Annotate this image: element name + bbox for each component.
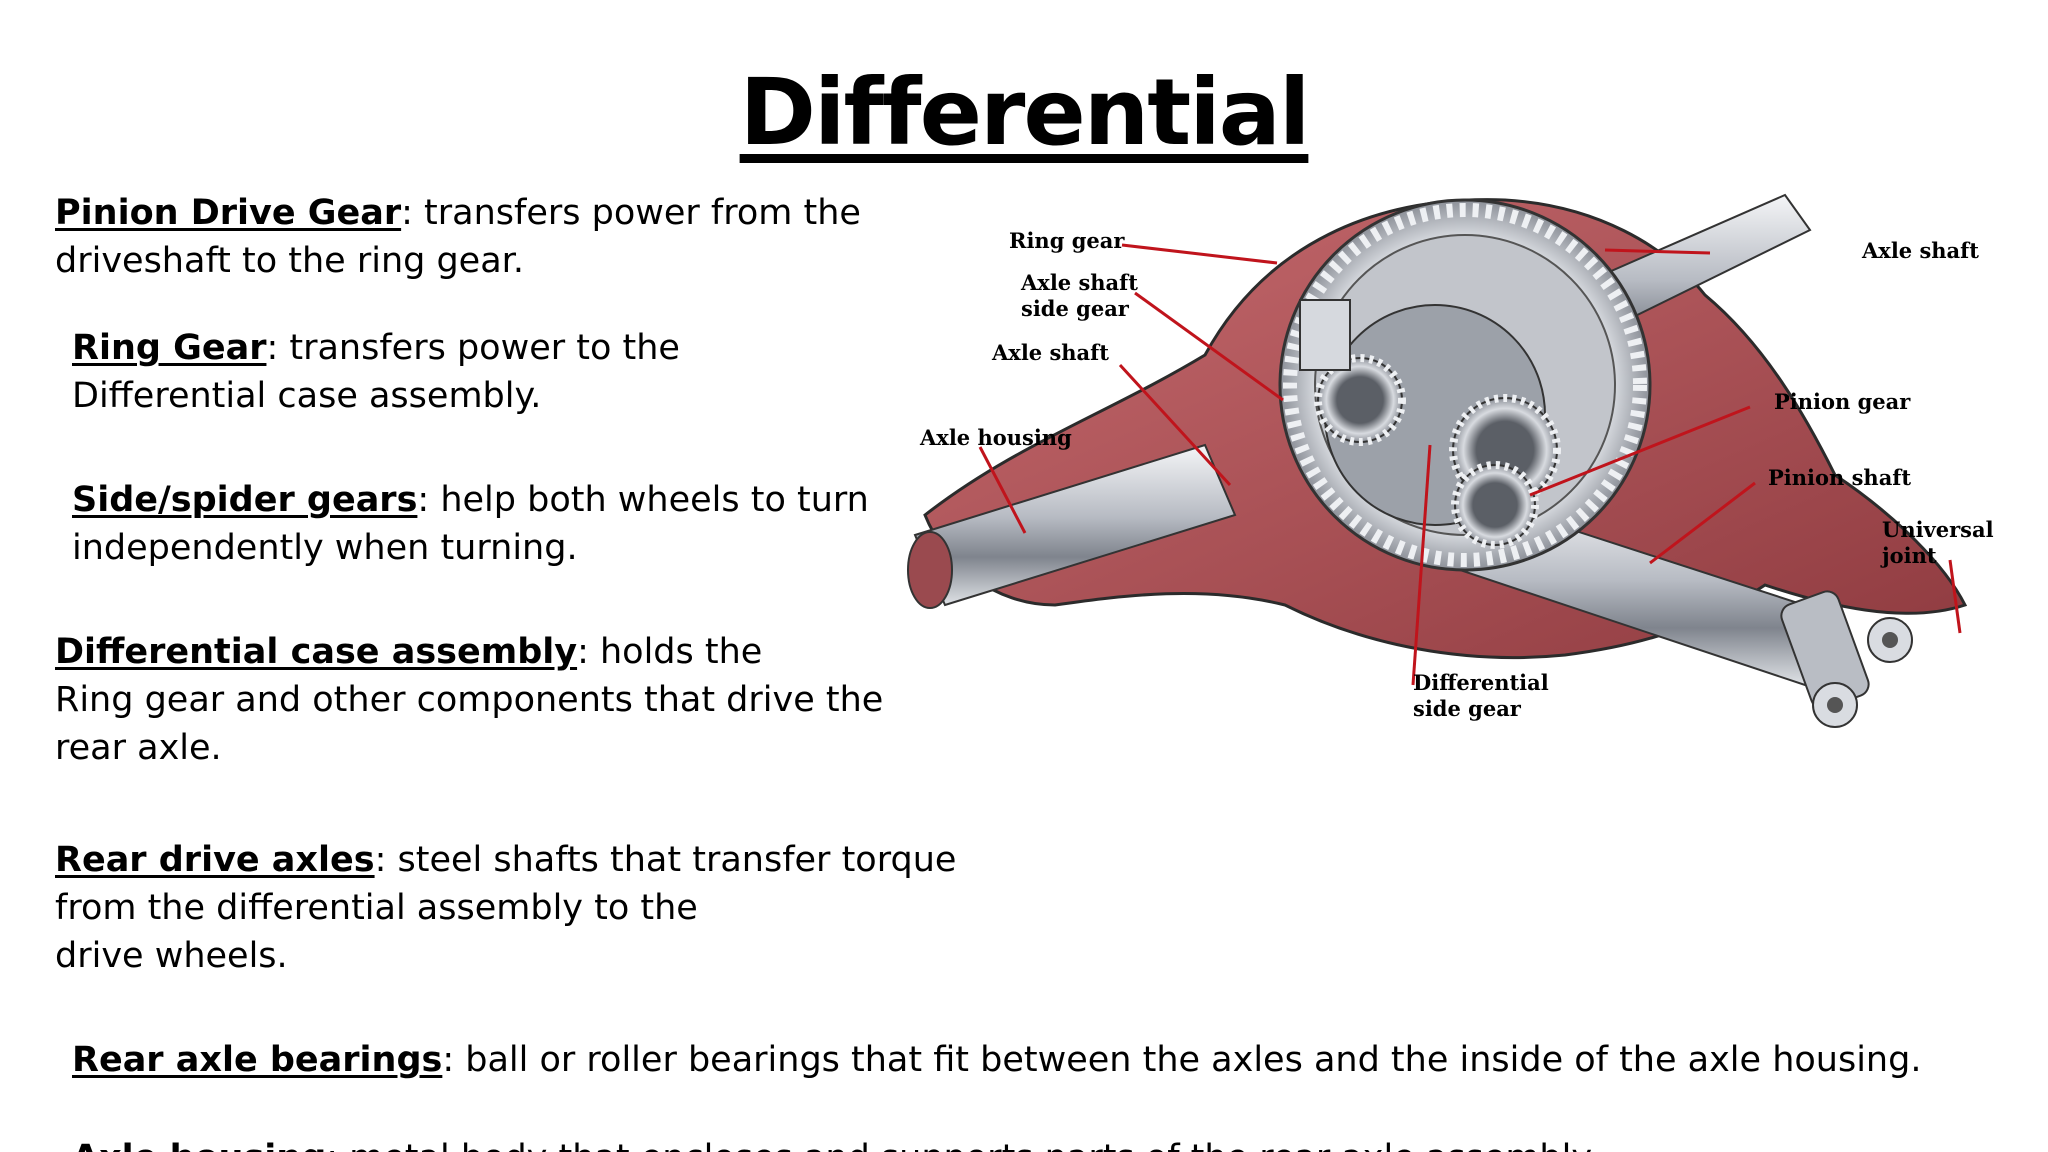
- term-label: Axle housing: [72, 1138, 326, 1152]
- term-label: Side/spider gears: [72, 480, 418, 520]
- label-axle-housing: Axle housing: [919, 425, 1072, 450]
- paragraph-line: driveshaft to the ring gear.: [55, 241, 524, 281]
- definition-text: : ball or roller bearings that fit betwe…: [442, 1040, 1922, 1080]
- label-pinion-gear: Pinion gear: [1774, 389, 1911, 414]
- paragraph-side-spider-gears: Side/spider gears: help both wheels to t…: [72, 476, 869, 572]
- paragraph-rear-drive-axles: Rear drive axles: steel shafts that tran…: [55, 836, 956, 980]
- left-axle-end: [907, 531, 953, 609]
- paragraph-ring-gear: Ring Gear: transfers power to the Differ…: [72, 324, 680, 420]
- differential-diagram: Ring gear Axle shaft side gear Axle shaf…: [907, 193, 1994, 728]
- paragraph-line: Differential case assembly: holds the: [55, 628, 883, 676]
- paragraph-line: Ring gear and other components that driv…: [55, 680, 884, 720]
- label-pinion-shaft: Pinion shaft: [1768, 465, 1911, 490]
- paragraph-line: Side/spider gears: help both wheels to t…: [72, 476, 869, 524]
- label-axle-shaft-side-gear-line2: side gear: [1021, 296, 1130, 321]
- slide-title-text: Differential: [739, 59, 1311, 166]
- paragraph-differential-case-assembly: Differential case assembly: holds the Ri…: [55, 628, 883, 772]
- paragraph-line: Ring Gear: transfers power to the: [72, 324, 680, 372]
- term-label: Rear drive axles: [55, 840, 375, 880]
- label-axle-shaft-right: Axle shaft: [1861, 238, 1979, 263]
- label-differential-side-gear-line2: side gear: [1413, 696, 1522, 721]
- paragraph-rear-axle-bearings: Rear axle bearings: ball or roller beari…: [72, 1036, 1921, 1084]
- label-universal-joint-line2: joint: [1880, 543, 1937, 568]
- term-label: Rear axle bearings: [72, 1040, 443, 1080]
- label-ring-gear: Ring gear: [1009, 228, 1125, 253]
- paragraph-line: rear axle.: [55, 728, 222, 768]
- definition-text: : metal body that encloses and supports …: [326, 1138, 1598, 1152]
- term-label: Ring Gear: [72, 328, 267, 368]
- paragraph-line: Pinion Drive Gear: transfers power from …: [55, 189, 861, 237]
- pointer-lines: [978, 243, 1962, 686]
- paragraph-line: from the differential assembly to the: [55, 888, 698, 928]
- paragraph-line: Differential case assembly.: [72, 376, 542, 416]
- label-axle-shaft-side-gear: Axle shaft: [1020, 270, 1138, 295]
- slide-title: Differential: [0, 58, 2048, 168]
- paragraph-line: independently when turning.: [72, 528, 578, 568]
- paragraph-axle-housing: Axle housing: metal body that encloses a…: [72, 1134, 1598, 1152]
- paragraph-line: Rear axle bearings: ball or roller beari…: [72, 1036, 1921, 1084]
- label-universal-joint: Universal: [1882, 517, 1994, 542]
- term-label: Differential case assembly: [55, 632, 578, 672]
- universal-joint: [1780, 590, 1913, 728]
- paragraph-line: drive wheels.: [55, 936, 288, 976]
- paragraph-pinion-drive-gear: Pinion Drive Gear: transfers power from …: [55, 189, 861, 285]
- label-axle-shaft-left: Axle shaft: [991, 340, 1109, 365]
- paragraph-line: Axle housing: metal body that encloses a…: [72, 1134, 1598, 1152]
- definition-text: : steel shafts that transfer torque: [374, 840, 957, 880]
- label-differential-side-gear: Differential: [1413, 670, 1549, 695]
- definition-text: : help both wheels to turn: [417, 480, 869, 520]
- term-label: Pinion Drive Gear: [55, 193, 402, 233]
- definition-text: : transfers power to the: [266, 328, 680, 368]
- definition-text: : transfers power from the: [401, 193, 861, 233]
- definition-text: : holds the: [577, 632, 763, 672]
- paragraph-line: Rear drive axles: steel shafts that tran…: [55, 836, 956, 884]
